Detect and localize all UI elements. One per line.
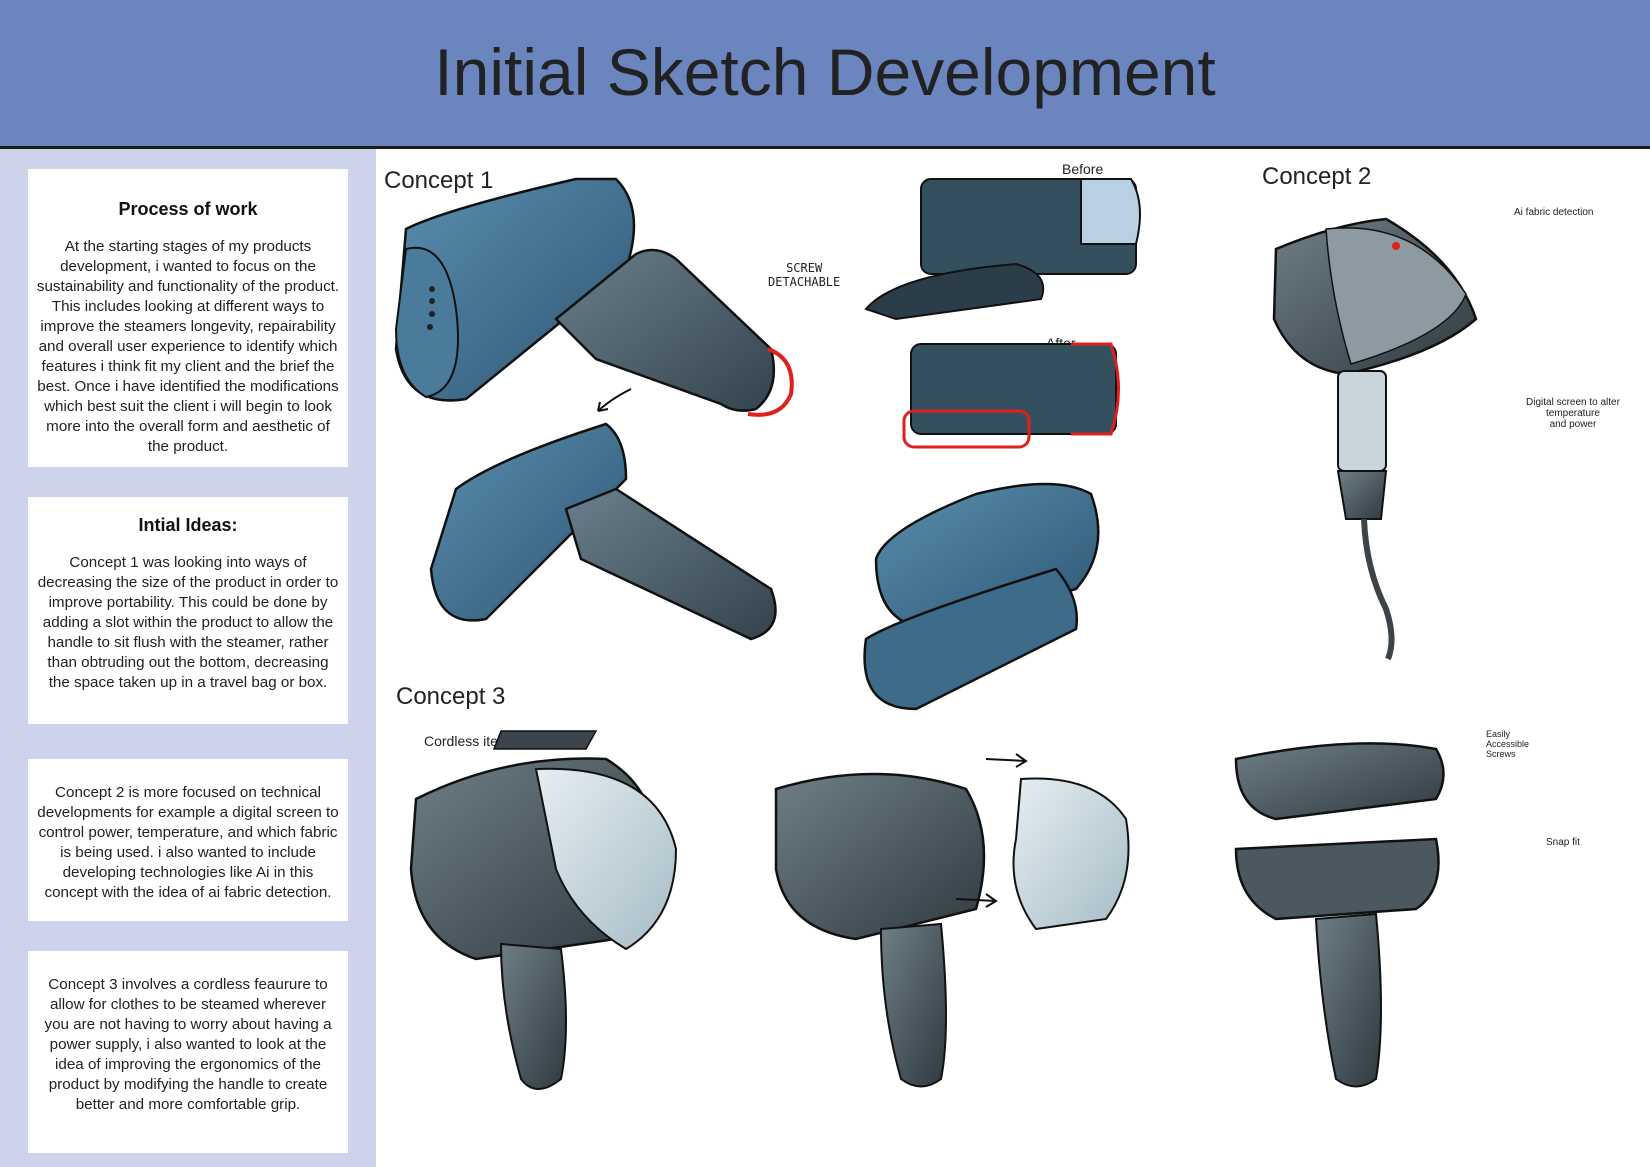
screws-line3: Screws <box>1486 749 1516 759</box>
after-sketch <box>902 342 1120 449</box>
sidebar: Process of work At the starting stages o… <box>0 149 376 1167</box>
page-title: Initial Sketch Development <box>434 35 1216 109</box>
concept2-text: Concept 2 is more focused on technical d… <box>37 784 339 901</box>
screen-line2: temperature <box>1546 408 1600 419</box>
ai-annotation: Ai fabric detection <box>1514 207 1594 218</box>
screw-line1: SCREW <box>786 261 823 275</box>
concept1-sketch-folded <box>429 422 777 641</box>
screw-line2: DETACHABLE <box>768 275 841 289</box>
before-label: Before <box>1062 161 1104 177</box>
concept3-sketch-exploded <box>774 753 1130 1088</box>
concept2-sketch <box>1272 217 1478 661</box>
screen-annotation: Digital screen to alter temperature and … <box>1526 397 1620 430</box>
screw-annotation: SCREW DETACHABLE <box>768 261 840 289</box>
process-text: At the starting stages of my products de… <box>36 238 340 455</box>
concept3-card: Concept 3 involves a cordless feaurure t… <box>28 951 348 1153</box>
sketch-area: Concept 1 Concept 2 Concept 3 Before Aft… <box>376 149 1650 1167</box>
before-sketch <box>864 178 1141 321</box>
ideas-card: Intial Ideas: Concept 1 was looking into… <box>28 497 348 724</box>
concept3-sketch-screws <box>1234 742 1445 1088</box>
screws-line2: Accessible <box>1486 739 1530 749</box>
concept2-card: Concept 2 is more focused on technical d… <box>28 759 348 921</box>
concept1-sketch-open <box>394 177 794 417</box>
snap-annotation: Snap fit <box>1546 837 1580 848</box>
concept3-label: Concept 3 <box>396 683 506 710</box>
screws-annotation: Easily Accessible Screws <box>1486 729 1529 759</box>
process-heading: Process of work <box>118 199 258 219</box>
concept1-text: Concept 1 was looking into ways of decre… <box>37 554 339 691</box>
screen-line3: and power <box>1549 419 1597 430</box>
screen-line1: Digital screen to alter <box>1526 397 1620 408</box>
concept3-sketch-cordless <box>409 730 678 1090</box>
concept3-text: Concept 3 involves a cordless feaurure t… <box>44 976 332 1113</box>
concept1-label: Concept 1 <box>384 167 494 194</box>
concept2-label: Concept 2 <box>1262 163 1372 190</box>
ideas-heading: Intial Ideas: <box>138 515 238 535</box>
screws-line1: Easily <box>1486 729 1511 739</box>
process-card: Process of work At the starting stages o… <box>28 169 348 467</box>
header-banner: Initial Sketch Development <box>0 0 1650 149</box>
concept1-sketch-compact <box>863 482 1100 711</box>
